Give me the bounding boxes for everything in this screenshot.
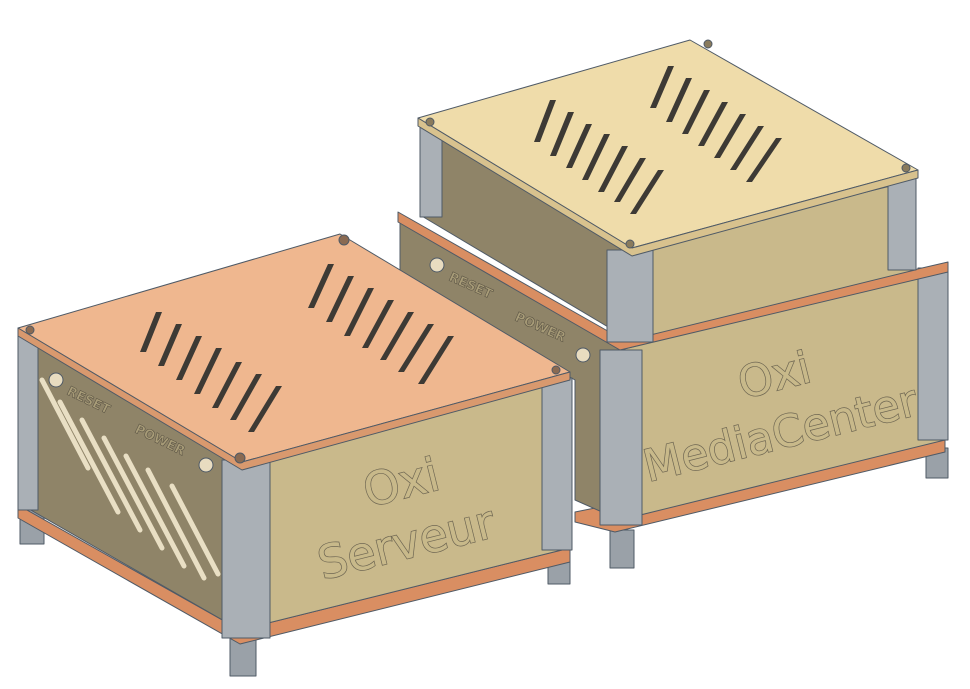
- led-hole: [429, 257, 445, 273]
- screw-hole: [338, 234, 350, 246]
- corner-post: [541, 377, 573, 551]
- foot: [609, 529, 635, 569]
- screw-hole: [25, 325, 35, 335]
- corner-post: [599, 349, 643, 526]
- led-hole: [48, 372, 64, 388]
- screw-hole: [551, 365, 561, 375]
- corner-post: [606, 249, 654, 343]
- led-hole: [198, 457, 214, 473]
- corner-post: [917, 267, 949, 441]
- corner-post: [17, 329, 39, 511]
- led-hole: [575, 347, 591, 363]
- corner-post: [221, 459, 271, 639]
- screw-hole: [703, 39, 713, 49]
- vent-slots: [140, 264, 454, 432]
- right-case: RESET POWER Oxi MediaCenter: [397, 39, 949, 569]
- screw-hole: [625, 239, 635, 249]
- vent-slots: [534, 66, 782, 214]
- screw-hole: [425, 117, 435, 127]
- screw-hole: [901, 163, 911, 173]
- side-vent-slots: [39, 377, 221, 581]
- left-case: RESET POWER Oxi Serveur: [17, 233, 573, 677]
- corner-post: [887, 177, 917, 271]
- screw-hole: [234, 452, 246, 464]
